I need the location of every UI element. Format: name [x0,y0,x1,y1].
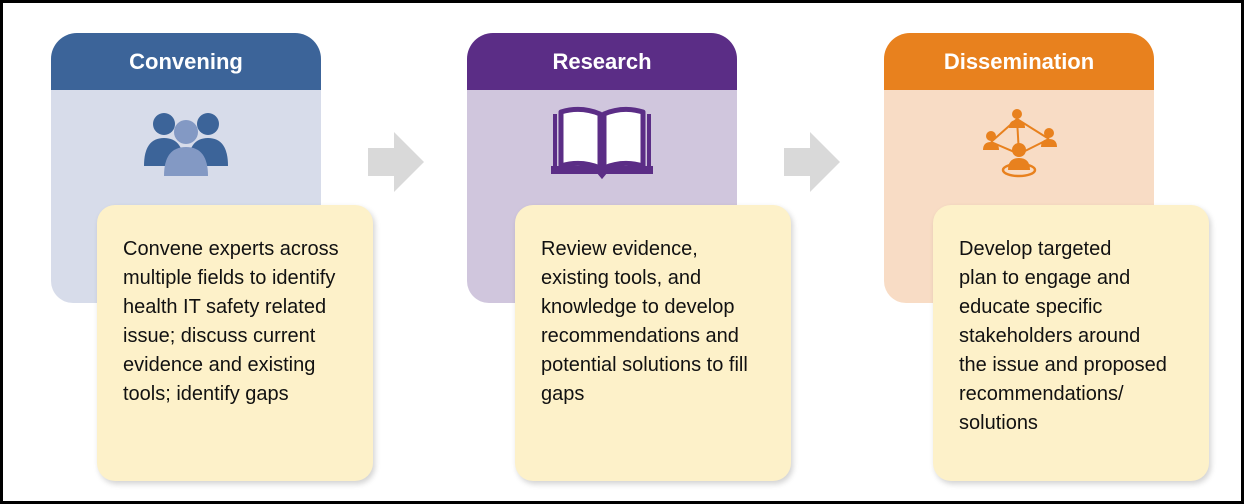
network-people-icon [884,104,1154,184]
stage-dissemination-title: Dissemination [884,33,1154,90]
stage-research-description: Review evidence, existing tools, and kno… [515,205,791,481]
open-book-icon [467,104,737,184]
arrow-right-icon [368,132,424,192]
stage-research-title: Research [467,33,737,90]
stage-convening-title: Convening [51,33,321,90]
stage-convening-description: Convene experts across multiple fields t… [97,205,373,481]
stage-dissemination-description: Develop targeted plan to engage and educ… [933,205,1209,481]
arrow-right-icon [784,132,840,192]
people-group-icon [51,104,321,184]
